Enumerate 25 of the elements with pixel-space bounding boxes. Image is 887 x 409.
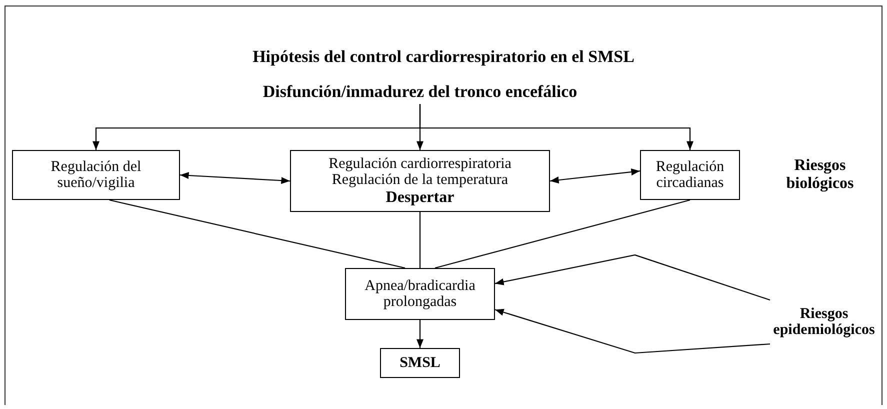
process-box (345, 268, 495, 320)
process-box (640, 150, 740, 200)
connector-line (109, 199, 406, 269)
arrow (494, 308, 770, 354)
arrow (550, 168, 640, 184)
process-box (380, 348, 460, 378)
arrow (180, 172, 290, 184)
title: Hipótesis del control cardiorrespiratorio en el SMSL (252, 47, 634, 66)
node-text: Despertar (386, 188, 454, 206)
process-box (12, 150, 180, 200)
arrow (494, 254, 770, 301)
risk-label: Riesgos epidemiológicos (770, 300, 878, 344)
node-text: SMSL (400, 354, 440, 372)
node-text: Regulación del sueño/vigilia (50, 158, 142, 192)
node-text: Regulación de la temperatura (332, 172, 508, 189)
node-text: Apnea/bradicardia prolongadas (364, 278, 476, 310)
arrow (416, 320, 424, 348)
connector-line (419, 212, 421, 268)
node-text: Regulación cardiorrespiratoria (328, 156, 512, 172)
risk-label: Riesgos biológicos (770, 153, 870, 197)
arrow (419, 104, 694, 150)
heading-text: Disfunción/inmadurez del tronco encefálico (225, 80, 615, 104)
process-box (290, 150, 550, 212)
node-text: Regulación circadianas (654, 158, 726, 192)
connector-line (434, 199, 690, 269)
